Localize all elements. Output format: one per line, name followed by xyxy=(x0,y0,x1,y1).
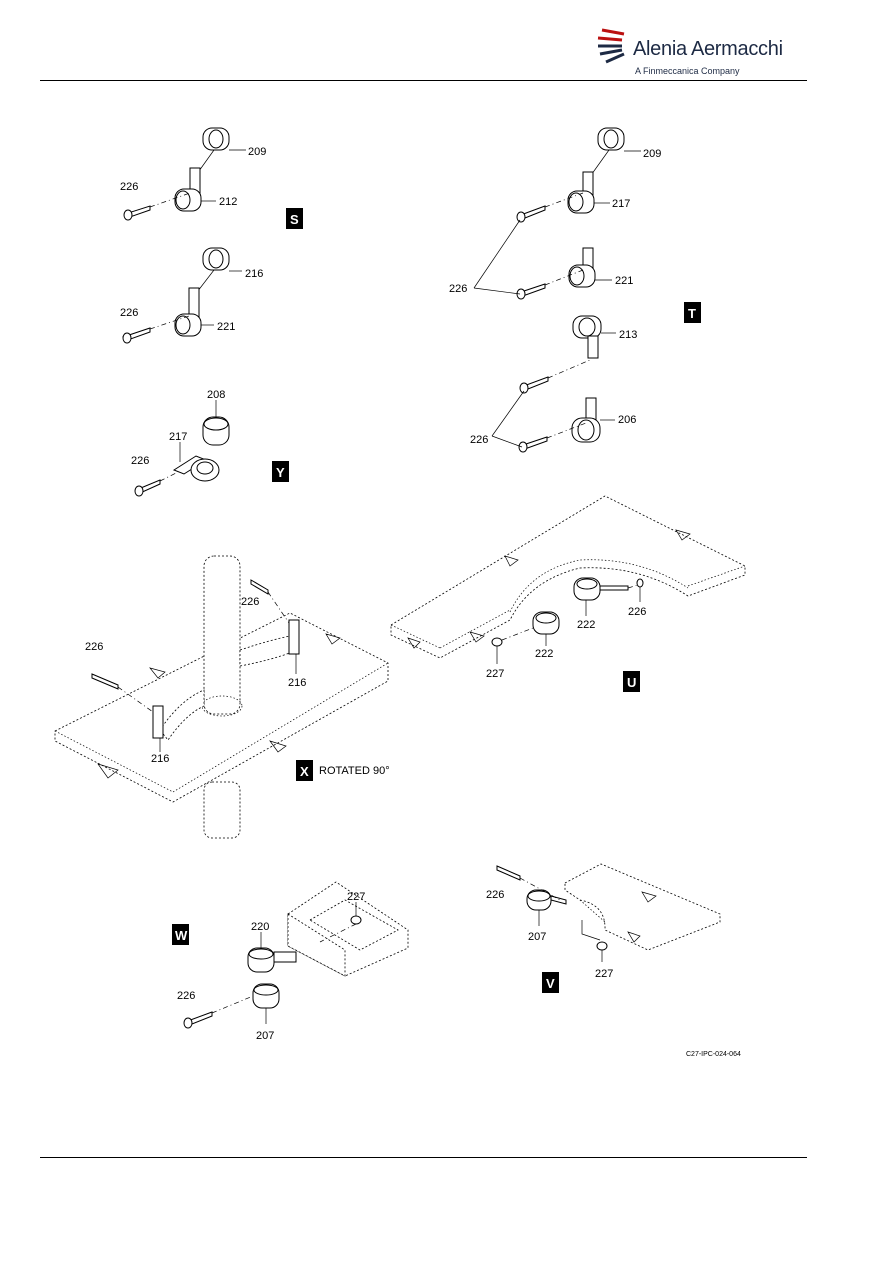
callout-226-x2: 226 xyxy=(85,641,103,653)
callout-222-u2: 222 xyxy=(535,648,553,660)
clamp-212 xyxy=(174,167,202,212)
view-label-s: S xyxy=(290,212,299,227)
view-label-v: V xyxy=(546,976,555,991)
view-label-t: T xyxy=(688,306,696,321)
alenia-logo-icon xyxy=(597,28,625,64)
callout-206-t: 206 xyxy=(618,414,636,426)
callout-226-x1: 226 xyxy=(241,596,259,608)
callout-226-s1: 226 xyxy=(120,181,138,193)
view-label-x-box xyxy=(296,760,313,781)
callout-226-v: 226 xyxy=(486,889,504,901)
callout-207-v: 207 xyxy=(528,931,546,943)
view-label-y: Y xyxy=(276,465,285,480)
callout-216-s: 216 xyxy=(245,268,263,280)
view-label-y-box xyxy=(272,461,289,482)
clamp-213-t xyxy=(572,315,602,359)
callout-222-u1: 222 xyxy=(577,619,595,631)
view-label-w: W xyxy=(175,928,188,943)
callout-209-t: 209 xyxy=(643,148,661,160)
callout-226-u: 226 xyxy=(628,606,646,618)
bolt-226-t2 xyxy=(516,269,584,300)
bolt-226-t1 xyxy=(516,192,584,223)
bolt-226-s1 xyxy=(123,192,191,221)
brand-name: Alenia Aermacchi xyxy=(633,38,783,60)
callout-217-t: 217 xyxy=(612,198,630,210)
clamp-206-t xyxy=(571,397,601,443)
view-x-rotation-note: ROTATED 90° xyxy=(319,765,390,777)
callout-213-t: 213 xyxy=(619,329,637,341)
callout-227-w: 227 xyxy=(347,891,365,903)
clamp-216 xyxy=(193,247,230,297)
view-label-v-box xyxy=(542,972,559,993)
callout-227-v: 227 xyxy=(595,968,613,980)
clamp-209 xyxy=(193,127,230,179)
callout-221-s: 221 xyxy=(217,321,235,333)
view-w: 227 220 226 207 W xyxy=(172,881,409,1042)
bolt-226-t4 xyxy=(518,422,587,453)
callout-216-x2: 216 xyxy=(151,753,169,765)
view-label-s-box xyxy=(286,208,303,229)
view-label-u: U xyxy=(627,675,636,690)
callout-217-y: 217 xyxy=(169,431,187,443)
figure-reference: C27-IPC-024-064 xyxy=(686,1051,741,1058)
view-s: 209 226 212 216 226 221 S xyxy=(120,127,303,344)
view-label-x: X xyxy=(300,764,309,779)
brand-tagline: A Finmeccanica Company xyxy=(635,66,740,76)
clamp-209-t xyxy=(588,127,625,179)
view-x: 226 226 216 216 X ROTATED 90° xyxy=(54,555,390,839)
callout-226-t2: 226 xyxy=(470,434,488,446)
callout-220-w: 220 xyxy=(251,921,269,933)
view-u: 222 226 222 227 U xyxy=(390,495,746,692)
view-t: 209 217 226 221 213 226 206 T xyxy=(449,127,701,453)
clamp-221 xyxy=(174,287,202,337)
clamp-217-y xyxy=(172,455,220,482)
callout-212-s: 212 xyxy=(219,196,237,208)
callout-226-w: 226 xyxy=(177,990,195,1002)
clamp-208-y xyxy=(202,416,230,446)
view-v: 226 207 227 V xyxy=(486,863,721,993)
bolt-226-t3 xyxy=(519,359,591,394)
callout-216-x1: 216 xyxy=(288,677,306,689)
view-label-u-box xyxy=(623,671,640,692)
callout-227-u: 227 xyxy=(486,668,504,680)
clamp-217-t xyxy=(567,171,595,214)
callout-207-w: 207 xyxy=(256,1030,274,1042)
view-label-t-box xyxy=(684,302,701,323)
clamp-221-t xyxy=(568,247,596,288)
header-rule xyxy=(40,80,807,81)
view-label-w-box xyxy=(172,924,189,945)
callout-226-s2: 226 xyxy=(120,307,138,319)
bolt-226-y xyxy=(134,471,179,497)
callout-209-s: 209 xyxy=(248,146,266,158)
callout-208-y: 208 xyxy=(207,389,225,401)
callout-226-y: 226 xyxy=(131,455,149,467)
footer-rule xyxy=(40,1157,807,1158)
callout-226-t1: 226 xyxy=(449,283,467,295)
view-y: 208 217 226 Y xyxy=(131,389,289,497)
bolt-226-s2 xyxy=(122,315,190,344)
callout-221-t: 221 xyxy=(615,275,633,287)
